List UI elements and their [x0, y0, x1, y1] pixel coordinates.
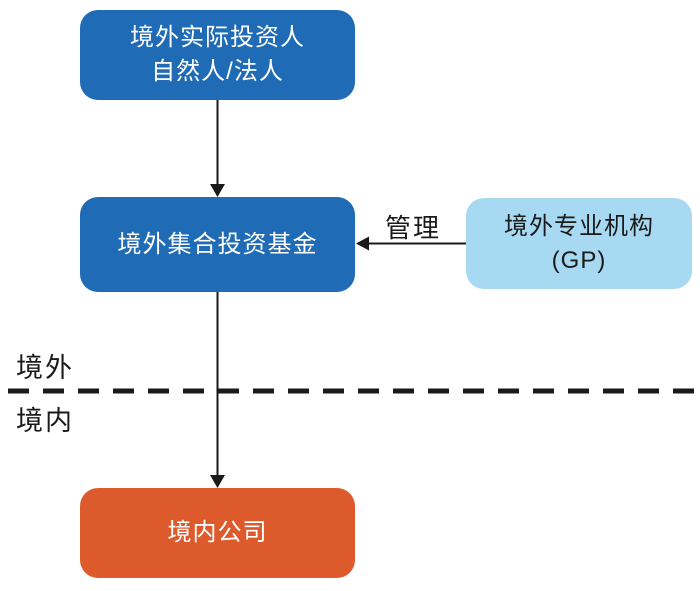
node-label-line: (GP)	[551, 246, 607, 274]
node-domestic-company: 境内公司	[80, 488, 355, 578]
arrow-down-icon	[210, 184, 225, 197]
arrow-down-connector-investor-to-fund	[210, 100, 225, 197]
node-label-line: 境内公司	[167, 519, 268, 546]
node-label-line: 自然人/法人	[151, 58, 284, 85]
node-label-line: 境外专业机构	[504, 212, 654, 240]
node-overseas-gp: 境外专业机构 (GP)	[466, 198, 692, 289]
arrow-down-connector-fund-to-company	[210, 292, 225, 488]
region-label-overseas: 境外	[16, 353, 74, 383]
arrow-down-icon	[210, 475, 225, 488]
node-overseas-investor: 境外实际投资人 自然人/法人	[80, 10, 355, 100]
node-label-line: 境外实际投资人	[130, 24, 305, 51]
node-label-line: 境外集合投资基金	[117, 230, 318, 258]
edge-label-manage: 管理	[384, 213, 441, 243]
node-overseas-fund: 境外集合投资基金	[80, 197, 355, 292]
region-label-domestic: 境内	[16, 406, 74, 436]
